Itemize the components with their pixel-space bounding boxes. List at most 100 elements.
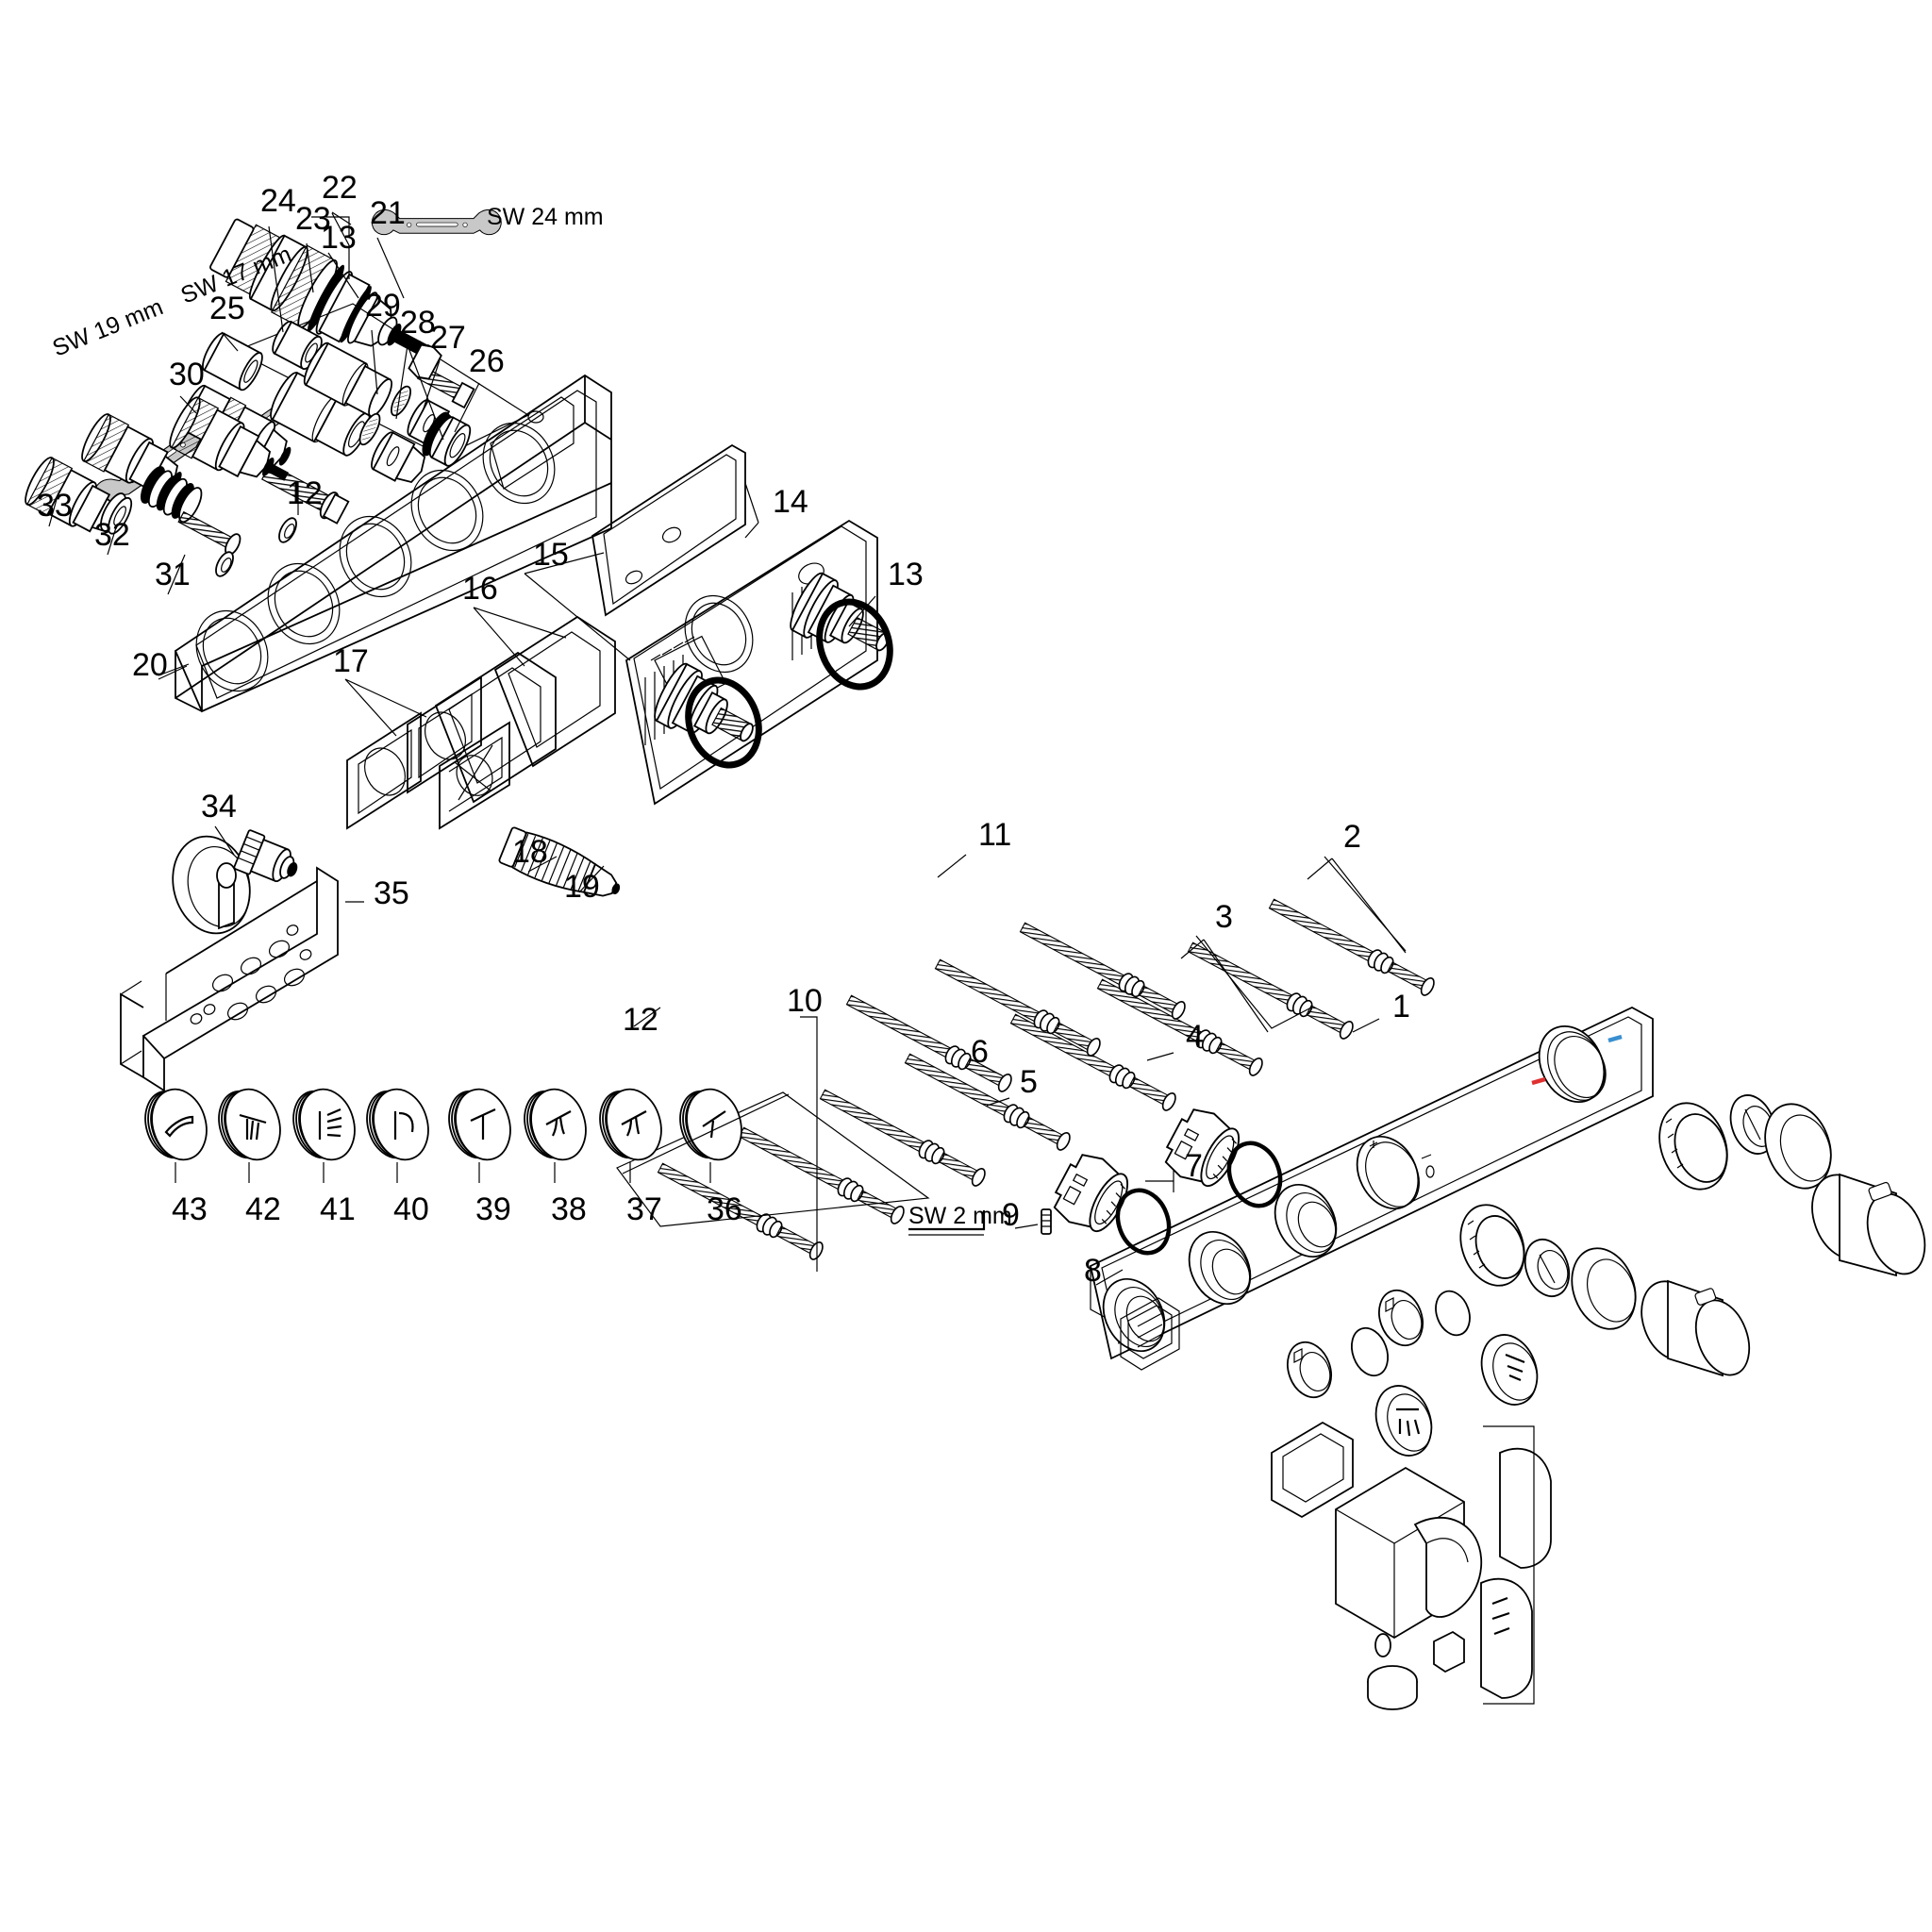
tool-sw19-label: SW 19 mm [49, 293, 167, 361]
callout-label-17: 17 [333, 643, 369, 679]
collar-mounted-b [1188, 1230, 1252, 1306]
fitting-34b [233, 829, 298, 883]
o-ring-11a [1226, 1141, 1283, 1208]
callout-label-35: 35 [374, 875, 409, 911]
washer-31c [215, 551, 234, 577]
icon-button-42 [218, 1088, 281, 1183]
gasket-square-7a [1271, 1421, 1354, 1519]
callout-20 [158, 665, 188, 680]
o-ring-11b [1115, 1188, 1172, 1256]
o-ring-13b [685, 676, 762, 769]
icon-button-4 [1480, 1334, 1539, 1406]
callout-label-21: 21 [370, 195, 406, 231]
callout-label-28: 28 [400, 305, 436, 341]
seal-ring-8b [1367, 1665, 1418, 1710]
side-spray-icon [318, 1108, 342, 1140]
callout-label-15: 15 [533, 537, 569, 573]
callout-label-1: 1 [1392, 989, 1410, 1024]
cap-6 [1287, 1341, 1332, 1399]
gasket-plate-14 [591, 443, 746, 617]
escutcheon-34 [172, 835, 251, 935]
seal-6d [1435, 1290, 1471, 1337]
knob-ring-2a [1658, 1102, 1728, 1191]
bath-filler-icon [393, 1111, 414, 1140]
callout-label-14: 14 [773, 484, 808, 520]
icon-button-label-37: 37 [626, 1191, 662, 1227]
callout-label-4: 4 [1186, 1019, 1204, 1055]
callout-label-22: 22 [322, 170, 358, 206]
thermostatic-cartridge-22 [209, 218, 432, 358]
callout-label-24: 24 [260, 183, 296, 219]
callout-numbers: 1234567891011121213131415161718192021222… [37, 170, 1410, 1289]
icon-button-row [144, 1088, 742, 1183]
spring-screw-12a [260, 463, 350, 525]
icon-button-43 [144, 1088, 208, 1183]
callout-label-19: 19 [564, 869, 600, 905]
washer-31d [278, 517, 297, 543]
callout-label-33: 33 [37, 488, 73, 524]
callout-label-10: 10 [787, 983, 823, 1019]
callout-label-20: 20 [132, 647, 168, 683]
square-gasket-17b [346, 711, 422, 830]
cap-6c [1378, 1289, 1424, 1347]
icon-button-36 [679, 1088, 742, 1183]
retaining-nut-11a [1164, 1108, 1241, 1188]
icon-button-label-39: 39 [475, 1191, 511, 1227]
callout-label-8: 8 [1084, 1253, 1102, 1289]
icon-button-41 [292, 1088, 356, 1183]
icon-button-label-43: 43 [172, 1191, 208, 1227]
cold-indicator-mark [1607, 1034, 1623, 1043]
callout-label-29: 29 [365, 288, 401, 324]
temperature-knob-mounted [1531, 1024, 1623, 1104]
hand-shower-holder-7 [1335, 1466, 1483, 1674]
filter-screen-28a [358, 412, 381, 446]
callout-brackets [311, 216, 1407, 1192]
knob-cap-1 [1811, 1173, 1926, 1277]
hot-indicator-mark [1531, 1076, 1546, 1086]
ring-3a [1459, 1204, 1525, 1287]
seal-6b [1350, 1326, 1390, 1377]
check-valve-27a [371, 431, 426, 483]
icon-button-label-42: 42 [245, 1191, 281, 1227]
callout-label-31: 31 [155, 557, 191, 592]
tool-sw2-allen-key [908, 1210, 986, 1236]
flexible-hose-18 [498, 826, 621, 897]
knob-body-3d [1641, 1279, 1751, 1377]
tool-sw24-label: SW 24 mm [487, 204, 604, 230]
icon-button-38 [524, 1088, 587, 1183]
callout-label-16: 16 [462, 571, 498, 607]
ring-3b [1524, 1239, 1571, 1297]
bracket-7-frame [1483, 1425, 1535, 1705]
callout-label-30: 30 [169, 357, 205, 392]
bushing-25b [272, 321, 323, 370]
holder-cover-7b [1499, 1447, 1552, 1569]
callout-label-23: 23 [295, 201, 331, 237]
mid-support-frame-15 [625, 519, 878, 806]
callout-label-6: 6 [971, 1034, 989, 1070]
valve-insert-29b [303, 341, 393, 418]
wall-bracket-35 [120, 866, 339, 1092]
cross-gasket-17c [439, 721, 510, 830]
square-gasket-17a [407, 675, 482, 794]
valve-spindle-lower [654, 662, 754, 742]
cascade-icon [621, 1110, 647, 1137]
callout-label-34: 34 [201, 789, 237, 824]
rain-shower-icon [239, 1113, 267, 1141]
callout-label-12: 12 [287, 475, 323, 511]
square-frame-16b [434, 651, 557, 804]
icon-button-label-36: 36 [707, 1191, 742, 1227]
callout-label-9: 9 [1002, 1197, 1020, 1233]
icon-button-40 [366, 1088, 429, 1183]
callout-label-26: 26 [469, 343, 505, 379]
leader-lines [48, 211, 1407, 1286]
callout-label-3: 3 [1215, 899, 1233, 935]
hand-shower-icon [164, 1115, 194, 1138]
icon-button-label-38: 38 [551, 1191, 587, 1227]
callout-label-18: 18 [512, 834, 548, 870]
collar-mounted-c [1102, 1277, 1166, 1353]
callout-label-25: 25 [209, 291, 245, 326]
filter-screen-28b [391, 385, 411, 417]
icon-button-label-41: 41 [320, 1191, 356, 1227]
icon-button-39 [448, 1088, 511, 1183]
